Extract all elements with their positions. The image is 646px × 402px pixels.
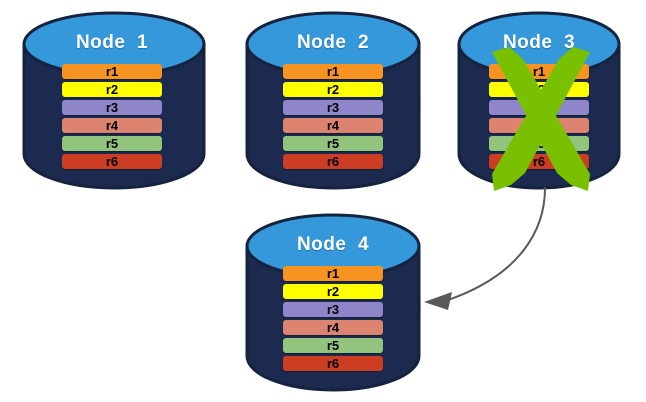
record-label: r3 xyxy=(326,100,340,115)
record-row[interactable]: r2 xyxy=(62,82,162,97)
record-label: r1 xyxy=(326,266,340,281)
record-row[interactable]: r5 xyxy=(489,136,589,151)
record-label: r3 xyxy=(326,302,340,317)
record-label: r1 xyxy=(105,64,119,79)
record-label: r1 xyxy=(532,64,546,79)
record-label: r6 xyxy=(105,154,119,169)
record-label: r2 xyxy=(532,82,546,97)
record-row[interactable]: r2 xyxy=(283,82,383,97)
record-label: r4 xyxy=(326,320,340,335)
record-label: r4 xyxy=(326,118,340,133)
record-label: r6 xyxy=(326,356,340,371)
record-list-2: r1 r2 r3 r4 r5 r6 xyxy=(243,64,423,169)
record-row[interactable]: r3 xyxy=(283,302,383,317)
node-cylinder-2[interactable]: Node 2 r1 r2 r3 r4 r5 r6 xyxy=(243,8,423,190)
record-list-4: r1 r2 r3 r4 r5 r6 xyxy=(243,266,423,371)
record-label: r4 xyxy=(532,118,546,133)
record-row[interactable]: r6 xyxy=(283,154,383,169)
record-label: r5 xyxy=(326,338,340,353)
record-row[interactable]: r6 xyxy=(62,154,162,169)
record-label: r5 xyxy=(326,136,340,151)
record-label: r6 xyxy=(532,154,546,169)
record-label: r2 xyxy=(326,82,340,97)
record-row[interactable]: r2 xyxy=(489,82,589,97)
record-list-3: r1 r2 r3 r4 r5 r6 xyxy=(455,64,623,169)
record-row[interactable]: r1 xyxy=(62,64,162,79)
record-label: r3 xyxy=(105,100,119,115)
record-row[interactable]: r2 xyxy=(283,284,383,299)
record-row[interactable]: r5 xyxy=(283,338,383,353)
record-label: r2 xyxy=(326,284,340,299)
record-row[interactable]: r1 xyxy=(283,64,383,79)
record-label: r1 xyxy=(326,64,340,79)
record-row[interactable]: r4 xyxy=(489,118,589,133)
record-label: r3 xyxy=(532,100,546,115)
record-label: r2 xyxy=(105,82,119,97)
record-row[interactable]: r1 xyxy=(283,266,383,281)
record-row[interactable]: r4 xyxy=(62,118,162,133)
record-label: r6 xyxy=(326,154,340,169)
node-cylinder-1[interactable]: Node 1 r1 r2 r3 r4 r5 r6 xyxy=(18,8,206,190)
record-list-1: r1 r2 r3 r4 r5 r6 xyxy=(18,64,206,169)
record-row[interactable]: r3 xyxy=(62,100,162,115)
record-label: r5 xyxy=(532,136,546,151)
record-row[interactable]: r4 xyxy=(283,320,383,335)
record-row[interactable]: r1 xyxy=(489,64,589,79)
record-row[interactable]: r3 xyxy=(283,100,383,115)
record-row[interactable]: r5 xyxy=(283,136,383,151)
node-cylinder-3[interactable]: Node 3 r1 r2 r3 r4 r5 r6 xyxy=(455,8,623,191)
record-row[interactable]: r4 xyxy=(283,118,383,133)
record-row[interactable]: r3 xyxy=(489,100,589,115)
record-label: r5 xyxy=(105,136,119,151)
record-row[interactable]: r6 xyxy=(283,356,383,371)
cylinder-shape-2 xyxy=(245,11,421,190)
record-label: r4 xyxy=(105,118,119,133)
record-row[interactable]: r6 xyxy=(489,154,589,169)
record-row[interactable]: r5 xyxy=(62,136,162,151)
node-cylinder-4[interactable]: Node 4 r1 r2 r3 r4 r5 r6 xyxy=(243,210,423,392)
